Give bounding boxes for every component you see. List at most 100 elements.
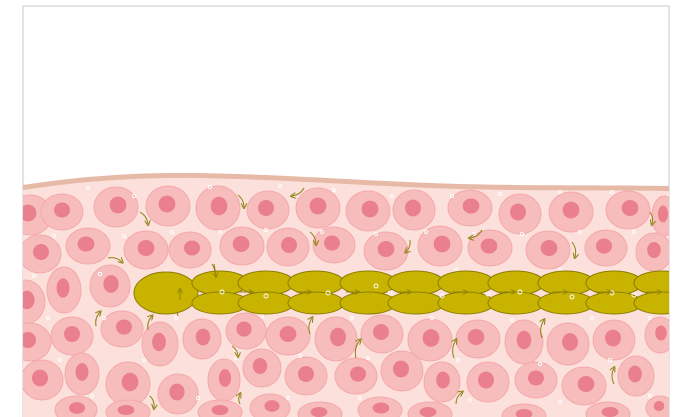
- fiber-segment: [238, 292, 294, 314]
- cell: [652, 196, 676, 236]
- cell: [169, 232, 211, 268]
- cell: [505, 320, 543, 364]
- cell-nucleus: [103, 275, 118, 293]
- cell-nucleus: [605, 330, 621, 347]
- cell: [335, 358, 377, 394]
- cell-nucleus: [647, 242, 661, 258]
- cell: [313, 227, 355, 263]
- cell-nucleus: [324, 235, 340, 250]
- cell-nucleus: [481, 238, 498, 253]
- cell-nucleus: [64, 326, 80, 342]
- cell: [90, 265, 130, 307]
- cell-nucleus: [281, 237, 297, 253]
- cell-nucleus: [310, 198, 327, 215]
- cell: [47, 267, 81, 313]
- fiber-segment: [488, 292, 544, 314]
- cell: [146, 186, 190, 226]
- cell-nucleus: [54, 202, 70, 217]
- cell-nucleus: [253, 358, 267, 374]
- cell-nucleus: [57, 278, 70, 297]
- cell-nucleus: [122, 373, 139, 391]
- fiber-segment: [238, 271, 294, 295]
- cell-nucleus: [78, 236, 95, 251]
- cell: [124, 231, 168, 269]
- cell-nucleus: [362, 201, 379, 218]
- cell-nucleus: [219, 369, 231, 387]
- cell-nucleus: [169, 384, 184, 401]
- fiber-segment: [288, 271, 344, 295]
- fiber-segment: [388, 271, 444, 295]
- cell-nucleus: [658, 206, 668, 223]
- cell-nucleus: [622, 200, 639, 216]
- cell: [593, 320, 635, 360]
- cell: [618, 356, 654, 396]
- cell-nucleus: [628, 366, 642, 383]
- cell-nucleus: [311, 407, 328, 417]
- cell-nucleus: [196, 329, 210, 346]
- cell: [547, 323, 589, 365]
- cell: [226, 313, 266, 349]
- cell: [645, 317, 675, 353]
- cell-nucleus: [330, 328, 346, 346]
- cell-nucleus: [436, 372, 450, 389]
- cell-nucleus: [528, 370, 544, 385]
- fiber-segment: [438, 271, 494, 295]
- cell-nucleus: [110, 197, 127, 214]
- cell: [101, 311, 143, 347]
- cell: [65, 353, 99, 395]
- cell-nucleus: [76, 363, 89, 381]
- cell: [250, 394, 290, 417]
- cell: [636, 233, 672, 271]
- cell: [562, 367, 606, 405]
- cell-nucleus: [578, 376, 595, 392]
- fiber-segment: [488, 271, 544, 295]
- cell: [467, 362, 509, 402]
- cell-nucleus: [116, 319, 132, 334]
- cell: [393, 190, 435, 230]
- cell: [499, 194, 541, 234]
- cell: [5, 280, 45, 324]
- cell-nucleus: [19, 291, 34, 309]
- cell-nucleus: [20, 332, 36, 348]
- cell-nucleus: [264, 400, 279, 412]
- cell-nucleus: [468, 329, 485, 345]
- cell: [285, 357, 327, 395]
- cell: [196, 186, 240, 230]
- cell: [549, 192, 593, 232]
- cell-nucleus: [378, 241, 395, 257]
- cell: [456, 320, 500, 358]
- cell-nucleus: [211, 197, 228, 215]
- cell-nucleus: [159, 196, 176, 213]
- cell: [21, 360, 63, 400]
- cell: [247, 191, 289, 229]
- cell-nucleus: [405, 200, 421, 217]
- cell-nucleus: [32, 370, 48, 387]
- cell-nucleus: [434, 236, 451, 253]
- cell: [41, 194, 83, 230]
- cell: [183, 319, 221, 359]
- cell: [19, 235, 61, 273]
- cell-nucleus: [563, 202, 580, 219]
- cell-nucleus: [517, 331, 531, 349]
- cell: [267, 228, 309, 266]
- cell-nucleus: [478, 372, 494, 389]
- cell: [243, 349, 281, 387]
- cell-nucleus: [33, 244, 49, 260]
- cell: [515, 362, 557, 398]
- cell: [296, 188, 340, 228]
- cell: [424, 362, 460, 402]
- cell: [158, 374, 198, 414]
- cell-nucleus: [298, 366, 314, 382]
- cell-nucleus: [654, 401, 665, 411]
- cell-nucleus: [152, 333, 166, 351]
- cell-nucleus: [463, 198, 480, 213]
- fiber-segment: [288, 292, 344, 314]
- cell-nucleus: [69, 402, 85, 414]
- cell: [208, 359, 240, 401]
- cell: [606, 191, 650, 229]
- cell: [51, 317, 93, 355]
- cell-nucleus: [655, 325, 666, 340]
- cell-nucleus: [236, 321, 251, 336]
